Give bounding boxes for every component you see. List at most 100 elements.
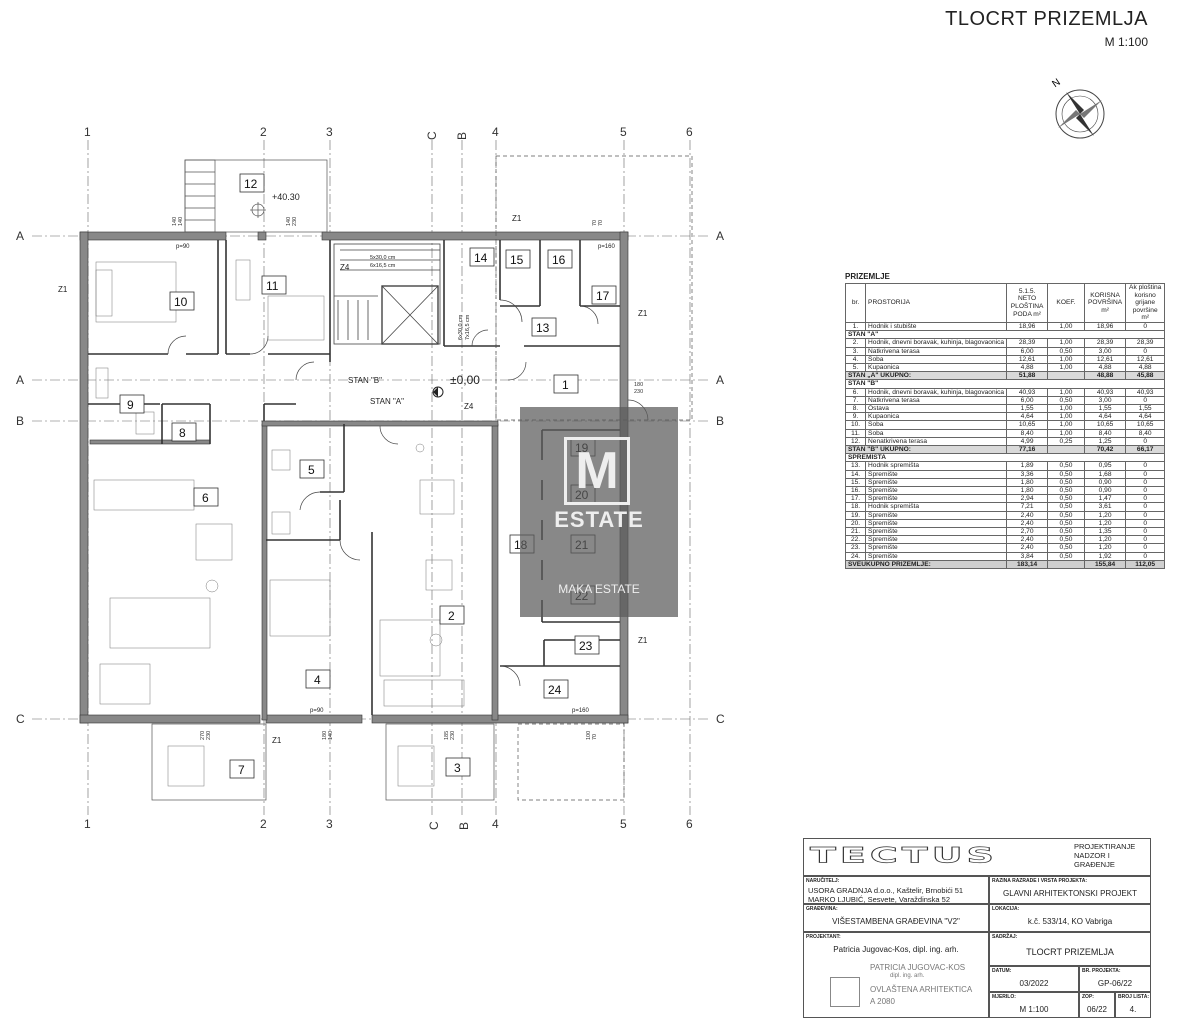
table-cell: 0 [1125,502,1165,512]
date-value: 03/2022 [1019,979,1049,988]
table-cell: 5. [844,362,867,373]
content-cell: SADRŽAJ: TLOCRT PRIZEMLJA [989,932,1151,966]
room-number: 4 [314,673,321,687]
room-number: 23 [579,639,593,653]
table-cell: 28,39 [1006,338,1049,348]
content-label: SADRŽAJ: [992,934,1018,940]
z1-tag: Z1 [58,285,68,294]
stair-dimension: 7x16,5 cm [465,314,471,340]
table-cell: STAN „A" UKUPNO: [844,371,1008,381]
scale-label: MJERILO: [992,994,1016,1000]
content-value: TLOCRT PRIZEMLJA [1026,947,1114,957]
table-cell: 20. [844,518,867,529]
dimension-label: 230 [292,217,298,226]
table-cell: 3,84 [1006,551,1049,561]
table-cell: 12,61 [1083,354,1127,364]
location-label: LOKACIJA: [992,906,1020,912]
table-cell: 7,21 [1006,502,1049,512]
project-level-value: GLAVNI ARHITEKTONSKI PROJEKT [1003,889,1137,898]
table-cell: 0 [1125,346,1165,356]
table-cell: 66,17 [1125,445,1165,455]
table-cell: 12. [844,436,867,447]
table-cell: Kupaonica [865,412,1008,422]
dimension-label: 70 [592,734,598,740]
table-cell: 77,16 [1006,445,1049,455]
table-cell: 1,00 [1047,321,1085,332]
table-cell: 4,88 [1006,362,1049,373]
z4-tag: Z4 [464,402,474,411]
table-cell: 10,65 [1083,420,1127,430]
table-cell: 3,61 [1083,502,1127,512]
table-cell: SVEUKUPNO PRIZEMLJE: [844,559,1008,570]
col-header: br. [844,283,867,323]
table-cell: 6,00 [1006,395,1049,406]
furniture [93,259,465,787]
grid-col-label: 5 [620,125,627,139]
sheet-value: 4. [1129,1005,1137,1014]
table-cell: 19. [844,510,867,520]
table-cell: 0,90 [1083,477,1127,488]
table-cell: Spremište [865,494,1008,504]
table-cell: 21. [844,527,867,537]
table-cell: Natkrivena terasa [865,346,1008,356]
client-line-1: USORA GRADNJA d.o.o., Kaštelir, Brnobići… [808,886,964,895]
col-header: PROSTORIJA [865,283,1008,323]
table-cell: Spremište [865,518,1008,529]
room-number: 3 [454,761,461,775]
table-cell: 2,70 [1006,527,1049,537]
table-cell: Hodnik i stubište [865,321,1008,332]
table-cell: Ostava [865,403,1008,414]
table-cell: 7. [844,395,867,406]
dimension-label: 100 [586,731,592,740]
table-cell: 2,40 [1006,535,1049,545]
table-cell: 0 [1125,551,1165,561]
zop-cell: ZOP: 06/22 [1079,992,1115,1018]
grid-col-label: 2 [260,817,267,831]
table-cell: 1,00 [1047,354,1085,364]
plan-annotations: +40.30 ±0,00 STAN "B" STAN "A" Z1 Z1 Z1 … [58,192,648,745]
table-cell: 10. [844,420,867,430]
table-cell: 0,90 [1083,486,1127,496]
table-cell: 0,50 [1047,395,1085,406]
grid-col-label: B [455,132,469,140]
table-cell: 0 [1125,321,1165,332]
north-label: N [1050,77,1062,90]
table-cell: 0 [1125,494,1165,504]
window-height-label: p=160 [572,708,590,714]
table-cell: 3,00 [1083,395,1127,406]
table-cell: 1,20 [1083,535,1127,545]
table-cell: 70,42 [1083,445,1127,455]
room-number: 15 [510,253,524,267]
grid-col-label: 3 [326,817,333,831]
title-scale: M 1:100 [1104,35,1148,49]
table-cell: Natkrivena terasa [865,395,1008,406]
project-level-cell: RAZINA RAZRADE I VRSTA PROJEKTA: GLAVNI … [989,876,1151,904]
stamp-line: OVLAŠTENA ARHITEKTICA [870,985,973,994]
z1-tag: Z1 [512,214,522,223]
table-cell [1047,371,1085,381]
table-cell: 28,39 [1083,338,1127,348]
table-cell: 0,50 [1047,543,1085,553]
table-cell: 0 [1125,477,1165,488]
title-main: TLOCRT PRIZEMLJA [945,8,1148,30]
table-section-row: STAN "A" [845,330,1165,340]
table-cell: 15. [844,477,867,488]
door-swings [167,299,649,687]
window-height-label: p=160 [598,244,616,250]
table-cell: 1. [844,321,867,332]
room-number: 12 [244,177,258,191]
dimension-label: 140 [178,217,184,226]
title-block-header: TECTUS PROJEKTIRANJE NADZOR I GRAĐENJE [803,838,1151,876]
table-cell: 6,00 [1006,346,1049,356]
company-logo: TECTUS [809,843,998,868]
dimension-label: 230 [206,731,212,740]
